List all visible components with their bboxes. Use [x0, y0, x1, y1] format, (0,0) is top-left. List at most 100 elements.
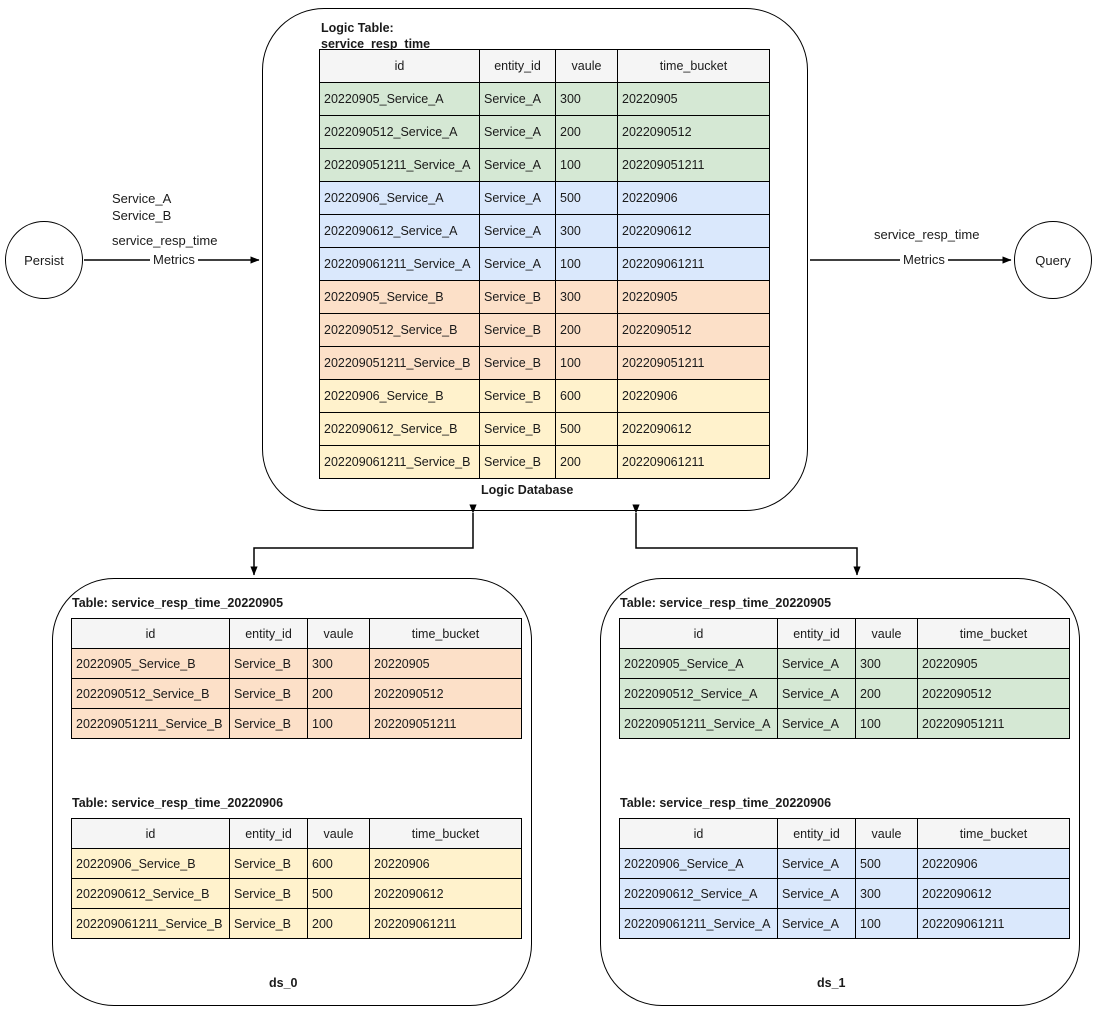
table-cell: 200: [307, 908, 370, 939]
table-cell: 202209061211: [617, 247, 770, 281]
column-header-vaule: vaule: [307, 818, 370, 849]
table-cell: 300: [307, 648, 370, 679]
table-cell: Service_A: [777, 678, 856, 709]
query-metric-kind-label: Metrics: [900, 251, 948, 268]
table-cell: 2022090512_Service_B: [319, 313, 480, 347]
table-cell: 202209061211: [617, 445, 770, 479]
table-cell: Service_B: [479, 313, 556, 347]
logic-database-caption: Logic Database: [481, 483, 574, 497]
persist-metric-name-label: service_resp_time: [112, 232, 218, 249]
table-cell: 200: [555, 445, 618, 479]
table-cell: 20220906: [617, 379, 770, 413]
query-node[interactable]: Query: [1014, 221, 1092, 299]
table-cell: 2022090612_Service_A: [319, 214, 480, 248]
query-metric-name-label: service_resp_time: [874, 226, 980, 243]
table-cell: 100: [555, 247, 618, 281]
table-cell: 202209051211: [369, 708, 522, 739]
column-header-vaule: vaule: [555, 49, 618, 83]
table-cell: Service_A: [479, 181, 556, 215]
table-cell: 20220906: [369, 848, 522, 879]
table-cell: 20220906_Service_A: [619, 848, 778, 879]
table-cell: 500: [855, 848, 918, 879]
ds0-panel: [52, 578, 532, 1006]
table-cell: Service_A: [479, 214, 556, 248]
ds0-table-1-caption: Table: service_resp_time_20220905: [72, 596, 284, 610]
column-header-entity_id: entity_id: [229, 618, 308, 649]
table-cell: Service_A: [479, 115, 556, 149]
table-cell: 2022090512: [617, 313, 770, 347]
table-cell: 202209061211_Service_B: [319, 445, 480, 479]
table-cell: Service_B: [229, 908, 308, 939]
column-header-id: id: [319, 49, 480, 83]
table-cell: 202209061211_Service_A: [619, 908, 778, 939]
table-cell: 200: [855, 678, 918, 709]
table-cell: 2022090612_Service_B: [71, 878, 230, 909]
table-cell: 100: [307, 708, 370, 739]
table-cell: 20220905_Service_B: [71, 648, 230, 679]
table-cell: 20220905_Service_B: [319, 280, 480, 314]
column-header-entity_id: entity_id: [777, 818, 856, 849]
table-cell: 2022090512_Service_A: [319, 115, 480, 149]
table-cell: 2022090612: [369, 878, 522, 909]
column-header-vaule: vaule: [855, 618, 918, 649]
table-cell: 200: [555, 313, 618, 347]
table-cell: Service_B: [229, 678, 308, 709]
table-cell: 300: [555, 82, 618, 116]
table-cell: 100: [555, 346, 618, 380]
table-cell: Service_B: [229, 648, 308, 679]
table-cell: 202209061211: [917, 908, 1070, 939]
column-header-entity_id: entity_id: [229, 818, 308, 849]
table-cell: 202209051211: [617, 346, 770, 380]
table-cell: 500: [555, 412, 618, 446]
query-node-label: Query: [1035, 252, 1071, 268]
ds1-panel: [600, 578, 1080, 1006]
table-cell: 500: [307, 878, 370, 909]
table-cell: 2022090512: [617, 115, 770, 149]
column-header-time_bucket: time_bucket: [369, 818, 522, 849]
persist-node[interactable]: Persist: [5, 221, 83, 299]
table-cell: 202209051211_Service_B: [319, 346, 480, 380]
table-cell: 20220906_Service_B: [71, 848, 230, 879]
table-cell: Service_A: [479, 148, 556, 182]
table-cell: 300: [855, 878, 918, 909]
logic-database-panel: [262, 8, 808, 511]
table-cell: Service_B: [479, 346, 556, 380]
table-cell: 300: [555, 280, 618, 314]
table-cell: 2022090512_Service_A: [619, 678, 778, 709]
column-header-time_bucket: time_bucket: [369, 618, 522, 649]
table-cell: Service_B: [229, 848, 308, 879]
table-cell: 500: [555, 181, 618, 215]
table-cell: Service_A: [479, 82, 556, 116]
table-cell: Service_A: [777, 648, 856, 679]
table-cell: 2022090612_Service_A: [619, 878, 778, 909]
table-cell: 20220905: [617, 280, 770, 314]
table-cell: Service_A: [777, 878, 856, 909]
column-header-entity_id: entity_id: [479, 49, 556, 83]
table-cell: 20220906_Service_A: [319, 181, 480, 215]
table-cell: 100: [555, 148, 618, 182]
table-cell: 202209051211: [617, 148, 770, 182]
table-cell: 202209061211_Service_B: [71, 908, 230, 939]
table-cell: Service_A: [479, 247, 556, 281]
ds0-caption: ds_0: [269, 976, 298, 990]
edge-ds0-to-db: [250, 504, 477, 576]
column-header-time_bucket: time_bucket: [617, 49, 770, 83]
table-cell: 20220905: [917, 648, 1070, 679]
persist-entities-label: Service_A Service_B: [112, 190, 172, 224]
